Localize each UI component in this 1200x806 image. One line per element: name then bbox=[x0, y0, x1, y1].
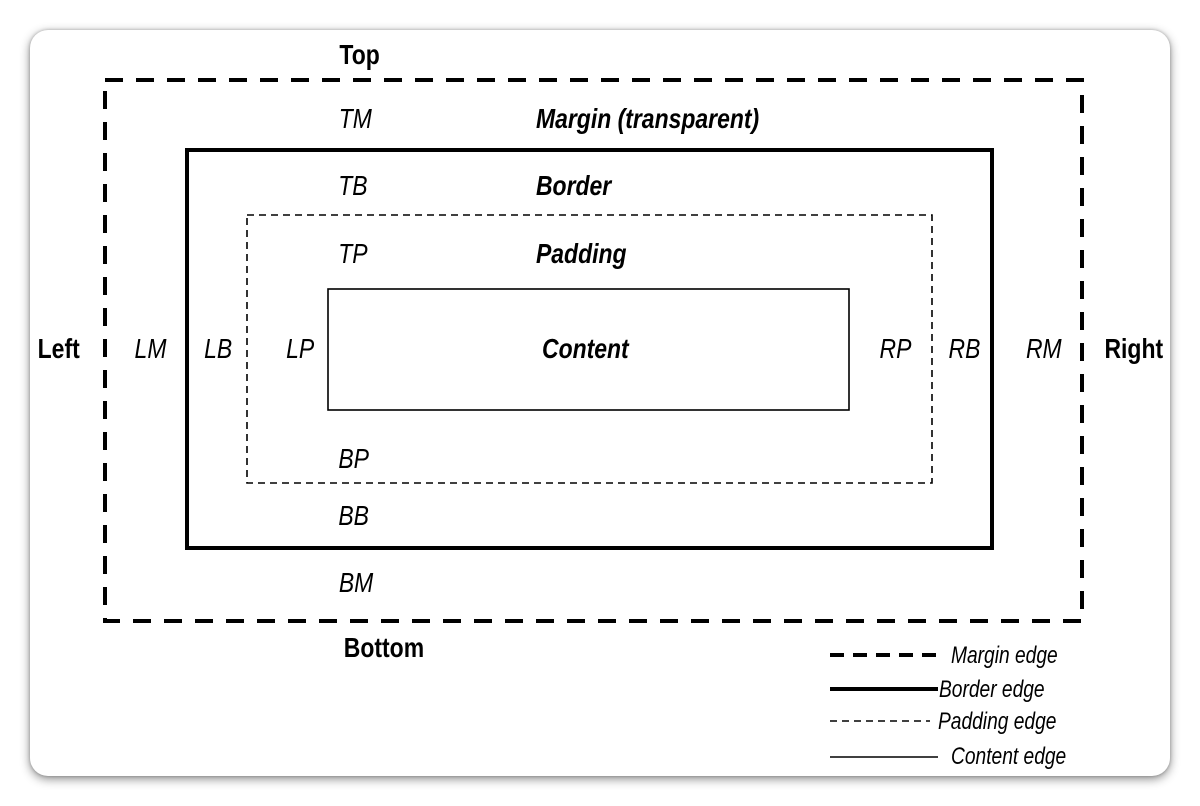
left-padding-label: LP bbox=[286, 334, 314, 365]
right-border-label: RB bbox=[949, 334, 981, 365]
left-label: Left bbox=[38, 334, 80, 365]
legend-padding-label: Padding edge bbox=[938, 707, 1056, 735]
margin-edge bbox=[103, 78, 1084, 623]
margin-region-label: Margin (transparent) bbox=[536, 104, 759, 135]
right-margin-label: RM bbox=[1026, 334, 1062, 365]
border-region-label: Border bbox=[536, 171, 613, 202]
bottom-border-label: BB bbox=[338, 501, 369, 532]
legend-margin-label: Margin edge bbox=[951, 641, 1058, 669]
right-label: Right bbox=[1104, 334, 1163, 365]
border-edge bbox=[185, 148, 994, 550]
diagram-card bbox=[30, 30, 1170, 776]
legend-border-label: Border edge bbox=[939, 675, 1045, 703]
bottom-margin-label: BM bbox=[339, 568, 374, 599]
left-border-label: LB bbox=[204, 334, 232, 365]
top-padding-label: TP bbox=[338, 239, 367, 270]
top-border-label: TB bbox=[338, 171, 367, 202]
top-margin-label: TM bbox=[339, 104, 373, 135]
padding-region-label: Padding bbox=[536, 239, 627, 270]
right-padding-label: RP bbox=[880, 334, 912, 365]
bottom-label: Bottom bbox=[344, 633, 424, 664]
left-margin-label: LM bbox=[135, 334, 167, 365]
legend-content-label: Content edge bbox=[951, 742, 1066, 770]
top-label: Top bbox=[339, 40, 379, 71]
content-region-label: Content bbox=[542, 334, 630, 365]
content-edge bbox=[327, 288, 850, 411]
legend: Margin edge Border edge Padding edge Con… bbox=[830, 641, 1066, 770]
bottom-padding-label: BP bbox=[338, 444, 369, 475]
padding-edge bbox=[246, 214, 933, 484]
